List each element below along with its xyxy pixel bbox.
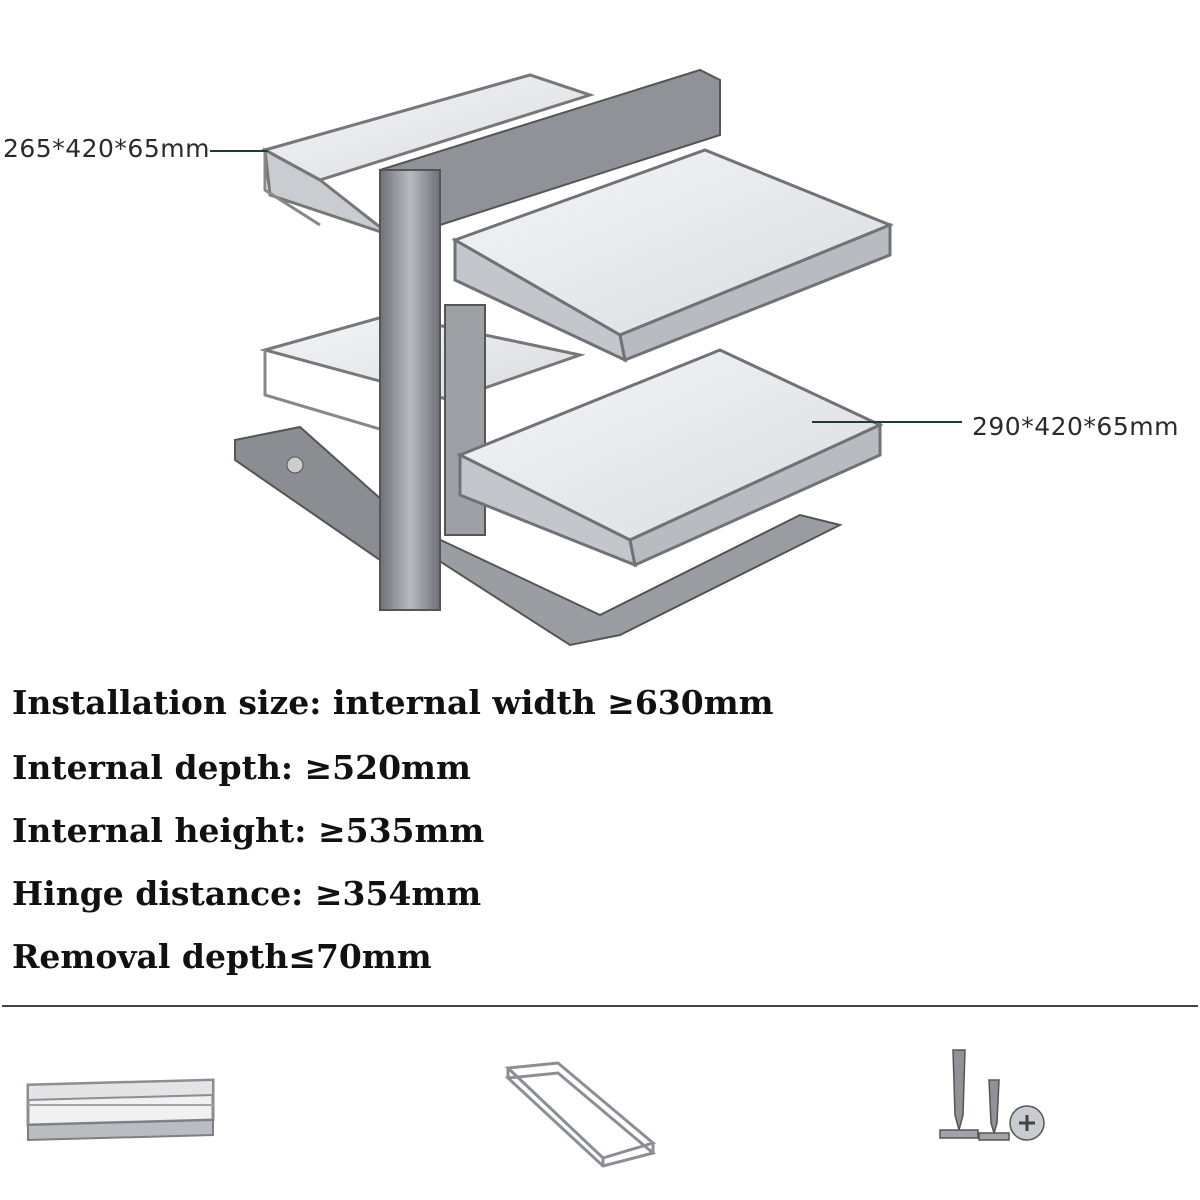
bottom-basket-leader-line <box>812 421 962 423</box>
base-rail-right <box>286 456 843 647</box>
bottom-right-basket <box>456 348 884 568</box>
basket-tray-icon <box>18 1065 223 1145</box>
top-left-basket <box>261 73 595 237</box>
section-divider <box>2 1005 1198 1007</box>
top-right-basket <box>451 148 894 363</box>
spec-hinge-distance: Hinge distance: ≥354mm <box>12 874 482 913</box>
product-illustration <box>200 55 920 665</box>
spec-installation-size: Installation size: internal width ≥630mm <box>12 683 774 722</box>
spec-removal-depth: Removal depth≤70mm <box>12 937 432 976</box>
top-basket-leader-line <box>210 150 268 152</box>
bottom-basket-dimension: 290*420*65mm <box>972 412 1179 441</box>
screws-icon <box>935 1045 1050 1145</box>
frame-post <box>379 68 721 611</box>
top-basket-dimension: 265*420*65mm <box>3 134 210 163</box>
spec-internal-height: Internal height: ≥535mm <box>12 811 485 850</box>
wire-frame-tray-icon <box>498 1058 663 1168</box>
spec-internal-depth: Internal depth: ≥520mm <box>12 748 471 787</box>
